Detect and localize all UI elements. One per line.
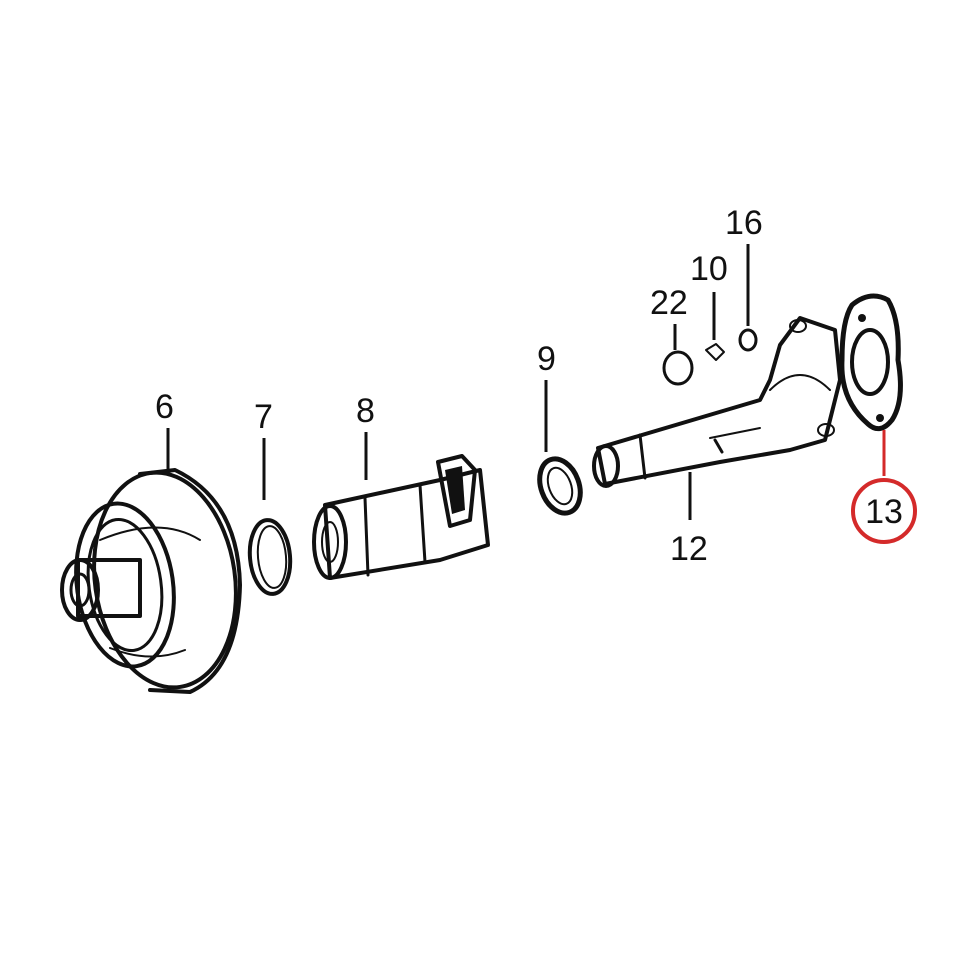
part-16-washer (738, 328, 758, 352)
callout-9: 9 (537, 340, 556, 378)
callout-8: 8 (356, 392, 375, 430)
callout-12: 12 (670, 530, 708, 568)
highlight-circle (851, 478, 917, 544)
callout-13-highlight: 13 (851, 478, 917, 544)
leader-lines (166, 244, 886, 520)
part-10-screw (705, 343, 725, 361)
part-6-pulley (60, 468, 242, 694)
callout-10: 10 (690, 250, 728, 288)
callout-16: 16 (725, 204, 763, 242)
part-7-o-ring (247, 518, 293, 596)
part-13-gasket (839, 293, 903, 432)
part-22-plug (662, 350, 694, 386)
part-12-elbow-tube (592, 316, 842, 488)
callout-13: 13 (865, 493, 903, 531)
callout-7: 7 (254, 398, 273, 436)
part-9-seal-ring (537, 456, 583, 516)
callout-22: 22 (650, 284, 688, 322)
callout-6: 6 (155, 388, 174, 426)
part-8-spool (312, 454, 490, 580)
